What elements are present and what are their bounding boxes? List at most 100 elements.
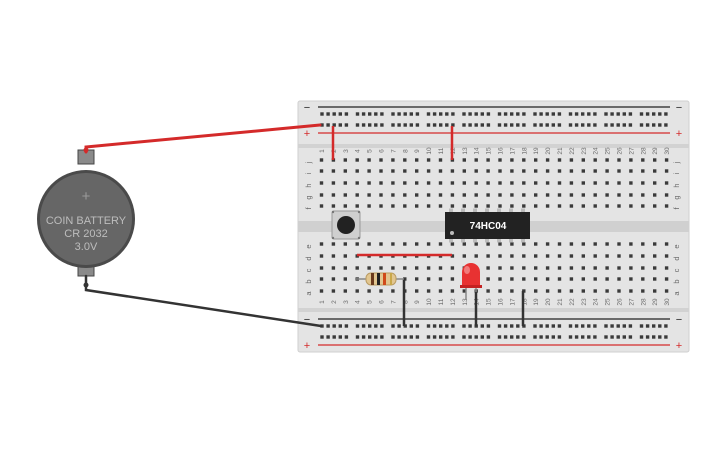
- breadboard-hole[interactable]: [629, 266, 633, 270]
- breadboard-hole[interactable]: [610, 324, 614, 328]
- breadboard-hole[interactable]: [581, 277, 585, 281]
- breadboard-hole[interactable]: [545, 112, 549, 116]
- breadboard-hole[interactable]: [645, 324, 650, 328]
- breadboard-hole[interactable]: [581, 242, 585, 246]
- breadboard-hole[interactable]: [617, 181, 621, 185]
- breadboard-hole[interactable]: [415, 277, 419, 281]
- breadboard-hole[interactable]: [516, 335, 520, 339]
- breadboard-hole[interactable]: [486, 254, 490, 258]
- breadboard-hole[interactable]: [593, 158, 597, 162]
- breadboard-hole[interactable]: [426, 123, 431, 127]
- breadboard-hole[interactable]: [379, 193, 383, 197]
- breadboard-hole[interactable]: [438, 277, 443, 281]
- breadboard-hole[interactable]: [415, 266, 419, 270]
- breadboard-hole[interactable]: [319, 277, 324, 281]
- breadboard-hole[interactable]: [533, 112, 537, 116]
- breadboard-hole[interactable]: [593, 277, 597, 281]
- breadboard-hole[interactable]: [641, 169, 645, 173]
- breadboard-hole[interactable]: [426, 158, 431, 162]
- breadboard-hole[interactable]: [450, 181, 455, 185]
- breadboard-hole[interactable]: [581, 181, 585, 185]
- breadboard-hole[interactable]: [645, 112, 650, 116]
- breadboard-hole[interactable]: [569, 254, 574, 258]
- breadboard-hole[interactable]: [664, 123, 668, 127]
- breadboard-hole[interactable]: [331, 254, 336, 258]
- breadboard-hole[interactable]: [367, 181, 371, 185]
- breadboard-hole[interactable]: [374, 123, 378, 127]
- breadboard-hole[interactable]: [343, 169, 347, 173]
- breadboard-hole[interactable]: [474, 204, 478, 208]
- breadboard-hole[interactable]: [338, 335, 342, 339]
- breadboard-hole[interactable]: [497, 335, 502, 339]
- breadboard-hole[interactable]: [319, 254, 324, 258]
- breadboard-hole[interactable]: [355, 169, 359, 173]
- breadboard-hole[interactable]: [516, 324, 520, 328]
- breadboard-hole[interactable]: [474, 123, 478, 127]
- breadboard-hole[interactable]: [409, 324, 413, 328]
- breadboard-hole[interactable]: [355, 123, 360, 127]
- breadboard-hole[interactable]: [557, 158, 562, 162]
- breadboard-hole[interactable]: [522, 181, 526, 185]
- breadboard-hole[interactable]: [320, 335, 324, 339]
- breadboard-hole[interactable]: [379, 242, 383, 246]
- breadboard-hole[interactable]: [510, 335, 514, 339]
- breadboard-hole[interactable]: [332, 335, 336, 339]
- breadboard-hole[interactable]: [522, 335, 526, 339]
- breadboard-hole[interactable]: [557, 289, 562, 293]
- breadboard-hole[interactable]: [545, 204, 550, 208]
- breadboard-hole[interactable]: [450, 254, 455, 258]
- breadboard-hole[interactable]: [605, 266, 609, 270]
- breadboard-hole[interactable]: [403, 169, 407, 173]
- breadboard-hole[interactable]: [539, 112, 543, 116]
- breadboard-hole[interactable]: [415, 204, 419, 208]
- breadboard-hole[interactable]: [605, 181, 609, 185]
- breadboard-hole[interactable]: [343, 158, 347, 162]
- breadboard-hole[interactable]: [652, 112, 656, 116]
- breadboard-hole[interactable]: [604, 335, 608, 339]
- breadboard-hole[interactable]: [462, 324, 466, 328]
- breadboard-hole[interactable]: [368, 324, 372, 328]
- breadboard-hole[interactable]: [343, 277, 347, 281]
- breadboard-hole[interactable]: [374, 112, 378, 116]
- chip-body[interactable]: [445, 212, 530, 239]
- breadboard-hole[interactable]: [391, 289, 395, 293]
- breadboard-hole[interactable]: [581, 169, 585, 173]
- breadboard-hole[interactable]: [331, 289, 336, 293]
- breadboard-hole[interactable]: [593, 204, 597, 208]
- breadboard-hole[interactable]: [451, 324, 455, 328]
- breadboard-hole[interactable]: [641, 181, 645, 185]
- breadboard-hole[interactable]: [622, 123, 626, 127]
- breadboard-hole[interactable]: [462, 242, 466, 246]
- breadboard-hole[interactable]: [368, 112, 372, 116]
- breadboard-hole[interactable]: [522, 169, 526, 173]
- breadboard-hole[interactable]: [498, 169, 502, 173]
- breadboard-hole[interactable]: [658, 335, 662, 339]
- breadboard-hole[interactable]: [569, 277, 574, 281]
- breadboard-hole[interactable]: [574, 335, 579, 339]
- breadboard-hole[interactable]: [450, 204, 455, 208]
- breadboard-hole[interactable]: [629, 242, 633, 246]
- breadboard-hole[interactable]: [397, 324, 401, 328]
- breadboard-hole[interactable]: [522, 158, 526, 162]
- breadboard-hole[interactable]: [574, 112, 579, 116]
- breadboard-hole[interactable]: [545, 242, 550, 246]
- breadboard-hole[interactable]: [629, 181, 633, 185]
- coin-battery[interactable]: + COIN BATTERY CR 2032 3.0V: [37, 149, 135, 277]
- breadboard-hole[interactable]: [374, 324, 378, 328]
- breadboard-hole[interactable]: [332, 324, 336, 328]
- breadboard-hole[interactable]: [641, 158, 645, 162]
- breadboard-hole[interactable]: [486, 181, 490, 185]
- breadboard-hole[interactable]: [497, 123, 502, 127]
- battery-positive-wire[interactable]: [84, 123, 322, 154]
- breadboard-hole[interactable]: [617, 193, 621, 197]
- breadboard-hole[interactable]: [379, 204, 383, 208]
- breadboard-hole[interactable]: [403, 123, 407, 127]
- breadboard-hole[interactable]: [343, 289, 347, 293]
- breadboard-hole[interactable]: [510, 289, 514, 293]
- breadboard-hole[interactable]: [503, 112, 508, 116]
- breadboard-hole[interactable]: [426, 169, 431, 173]
- breadboard-hole[interactable]: [581, 289, 585, 293]
- breadboard-hole[interactable]: [331, 169, 336, 173]
- breadboard-hole[interactable]: [510, 181, 514, 185]
- breadboard-hole[interactable]: [628, 324, 633, 328]
